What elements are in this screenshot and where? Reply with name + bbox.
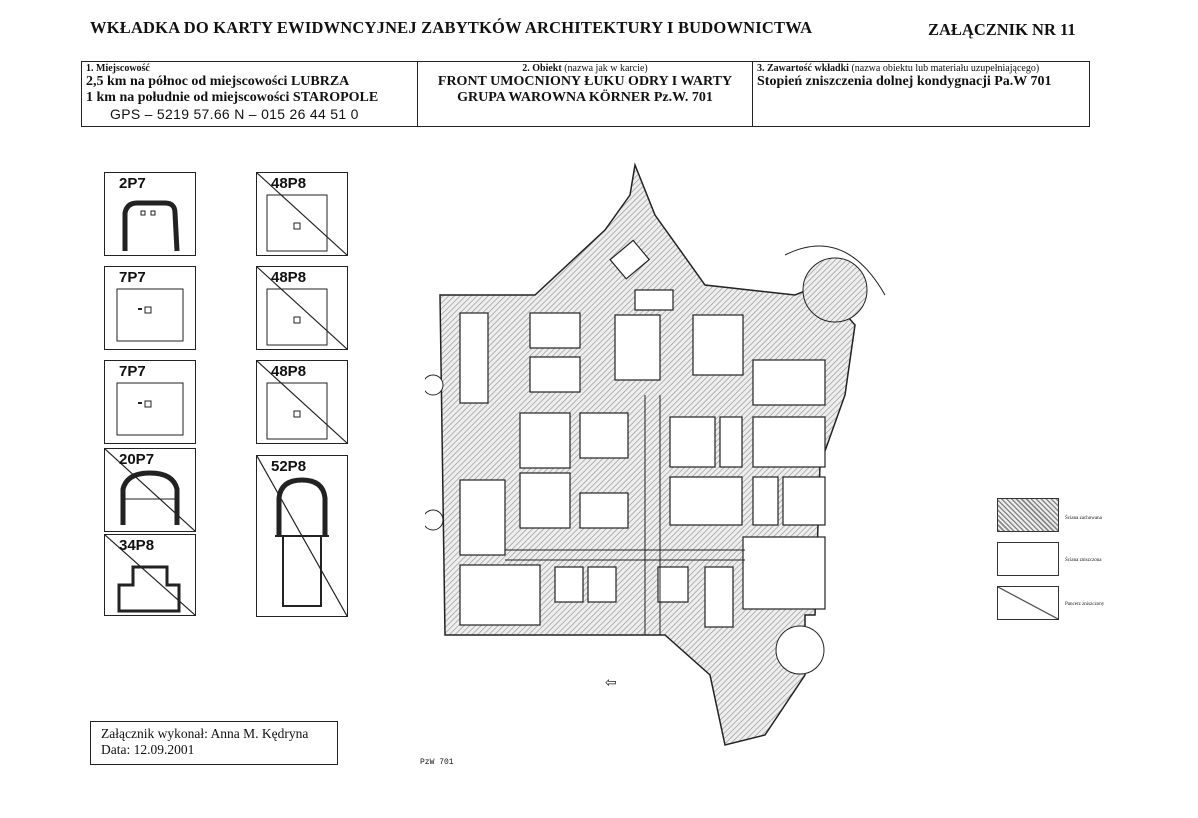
- turret-section-drawing: [257, 456, 347, 616]
- destroyed-plan-drawing: [257, 173, 347, 255]
- thumbnail-7p7-b: 7P7: [104, 360, 196, 444]
- bunker-section-drawing: [122, 200, 180, 252]
- thumbnail-code: 7P7: [119, 269, 146, 286]
- legend: Ściana zachowana Ściana zniszczona Pance…: [997, 498, 1137, 623]
- content-label: 3. Zawartość wkładki: [757, 63, 849, 74]
- thumbnail-52p8: 52P8: [256, 455, 348, 617]
- content-value: Stopień zniszczenia dolnej kondygnacji P…: [757, 74, 1052, 89]
- thumbnail-code: 48P8: [271, 269, 307, 286]
- content-label-note: (nazwa obiektu lub materiału uzupełniają…: [851, 63, 1040, 74]
- locality-line1: 2,5 km na północ od miejscowości LUBRZA: [86, 74, 350, 89]
- handwritten-annotation: PzW 701: [420, 758, 454, 767]
- thumbnail-code: 7P7: [119, 363, 146, 380]
- destroyed-plan-drawing: [257, 267, 347, 349]
- info-table: 1. Miejscowość 2,5 km na północ od miejs…: [81, 61, 1090, 127]
- destroyed-plan-drawing: [105, 535, 195, 615]
- locality-line2: 1 km na południe od miejscowości STAROPO…: [86, 90, 379, 105]
- thumbnail-7p7-a: 7P7: [104, 266, 196, 350]
- legend-label: Pancerz zniszczony: [1065, 602, 1105, 607]
- destroyed-plan-drawing: [257, 361, 347, 443]
- thumbnail-code: 52P8: [271, 458, 307, 475]
- thumbnail-2p7: 2P7: [104, 172, 196, 256]
- armored-section-drawing: [105, 449, 195, 531]
- thumbnail-code: 34P8: [119, 537, 155, 554]
- thumbnail-code: 48P8: [271, 363, 307, 380]
- legend-label: Ściana zniszczona: [1065, 558, 1102, 563]
- object-line2: GRUPA WAROWNA KÖRNER Pz.W. 701: [457, 90, 713, 105]
- thumbnail-code: 48P8: [271, 175, 307, 192]
- gps-coordinates: GPS – 5219 57.66 N – 015 26 44 51 0: [110, 106, 359, 122]
- object-line1: FRONT UMOCNIONY ŁUKU ODRY I WARTY: [437, 74, 733, 89]
- locality-label: 1. Miejscowość: [86, 63, 150, 74]
- thumbnail-code: 2P7: [119, 175, 146, 192]
- object-label-note: (nazwa jak w karcie): [564, 63, 648, 74]
- legend-swatch-preserved-wall: [997, 498, 1059, 532]
- thumbnail-48p8-a: 48P8: [256, 172, 348, 256]
- plan-square-drawing: [116, 382, 184, 436]
- author-line: Załącznik wykonał: Anna M. Kędryna: [101, 726, 309, 741]
- object-label: 2. Obiekt: [522, 63, 562, 74]
- thumbnail-48p8-b: 48P8: [256, 266, 348, 350]
- legend-swatch-destroyed-armor: [997, 586, 1059, 620]
- thumbnail-48p8-c: 48P8: [256, 360, 348, 444]
- legend-label: Ściana zachowana: [1065, 516, 1102, 521]
- legend-swatch-destroyed-wall: [997, 542, 1059, 576]
- date-line: Data: 12.09.2001: [101, 742, 195, 757]
- document-title: WKŁADKA DO KARTY EWIDWNCYJNEJ ZABYTKÓW A…: [90, 18, 813, 37]
- svg-text:⇦: ⇦: [605, 674, 617, 690]
- author-box: Załącznik wykonał: Anna M. Kędryna Data:…: [90, 721, 338, 765]
- content-cell: 3. Zawartość wkładki (nazwa obiektu lub …: [753, 62, 1089, 126]
- annex-number: ZAŁĄCZNIK NR 11: [928, 20, 1076, 39]
- thumbnail-20p7: 20P7: [104, 448, 196, 532]
- thumbnail-34p8: 34P8: [104, 534, 196, 616]
- plan-square-drawing: [116, 288, 184, 342]
- floor-plan-drawing: ⇦: [425, 162, 886, 746]
- object-cell: 2. Obiekt (nazwa jak w karcie) FRONT UMO…: [418, 62, 753, 126]
- locality-cell: 1. Miejscowość 2,5 km na północ od miejs…: [82, 62, 418, 126]
- thumbnail-code: 20P7: [119, 451, 155, 468]
